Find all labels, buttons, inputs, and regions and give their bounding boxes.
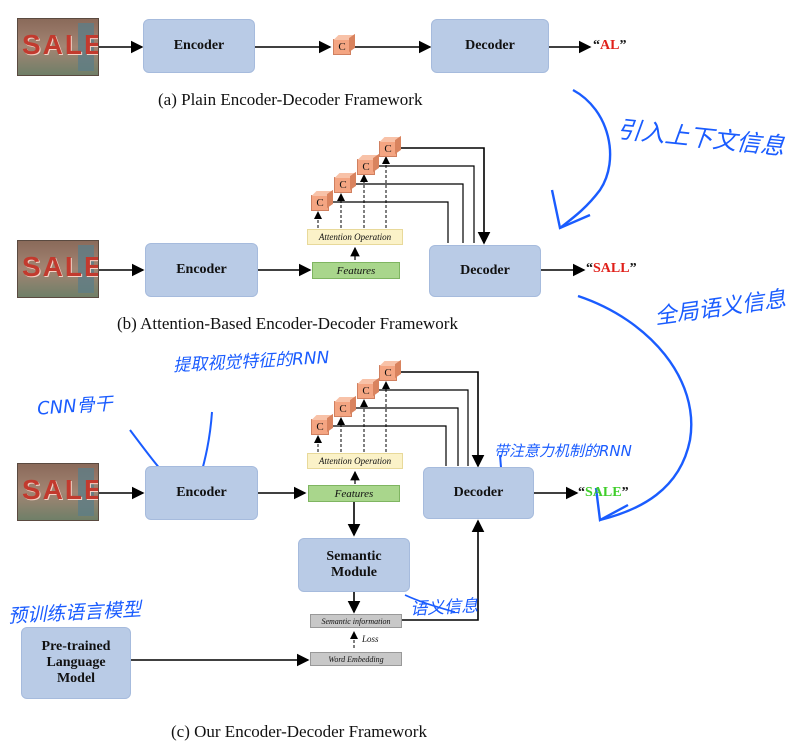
semantic-information-bar: Semantic information <box>310 614 402 628</box>
context-vector-node: C <box>311 419 329 435</box>
attention-operation: Attention Operation <box>307 229 403 245</box>
prediction-output: “SALL” <box>586 261 637 276</box>
scene-text-image: SALE <box>17 240 99 298</box>
context-vector-node: C <box>334 177 352 193</box>
encoder-box: Encoder <box>143 19 255 73</box>
handwritten-note: CNN骨干 <box>36 393 114 420</box>
features-bar: Features <box>312 262 400 279</box>
attention-operation: Attention Operation <box>307 453 403 469</box>
scene-text-image: SALE <box>17 18 99 76</box>
encoder-box: Encoder <box>145 243 258 297</box>
handwritten-note: 带注意力机制的RNN <box>494 442 632 460</box>
context-vector-node: C <box>311 195 329 211</box>
decoder-box: Decoder <box>429 245 541 297</box>
word-embedding-bar: Word Embedding <box>310 652 402 666</box>
encoder-box: Encoder <box>145 466 258 520</box>
context-vector-node: C <box>357 383 375 399</box>
decoder-box: Decoder <box>423 467 534 519</box>
prediction-output: “AL” <box>593 38 627 53</box>
pretrained-language-model-box: Pre-trained Language Model <box>21 627 131 699</box>
semantic-module-box: Semantic Module <box>298 538 410 592</box>
context-vector-node: C <box>357 159 375 175</box>
context-vector-node: C <box>333 39 351 55</box>
prediction-output: “SALE” <box>578 485 629 500</box>
handwritten-note: 语义信息 <box>409 596 479 620</box>
loss-label: Loss <box>362 634 379 644</box>
caption-a: (a) Plain Encoder-Decoder Framework <box>158 90 423 109</box>
context-vector-node: C <box>334 401 352 417</box>
features-bar: Features <box>308 485 400 502</box>
decoder-box: Decoder <box>431 19 549 73</box>
scene-text-image: SALE <box>17 463 99 521</box>
caption-b: (b) Attention-Based Encoder-Decoder Fram… <box>117 314 458 333</box>
context-vector-node: C <box>379 365 397 381</box>
context-vector-node: C <box>379 141 397 157</box>
caption-c: (c) Our Encoder-Decoder Framework <box>171 722 427 741</box>
